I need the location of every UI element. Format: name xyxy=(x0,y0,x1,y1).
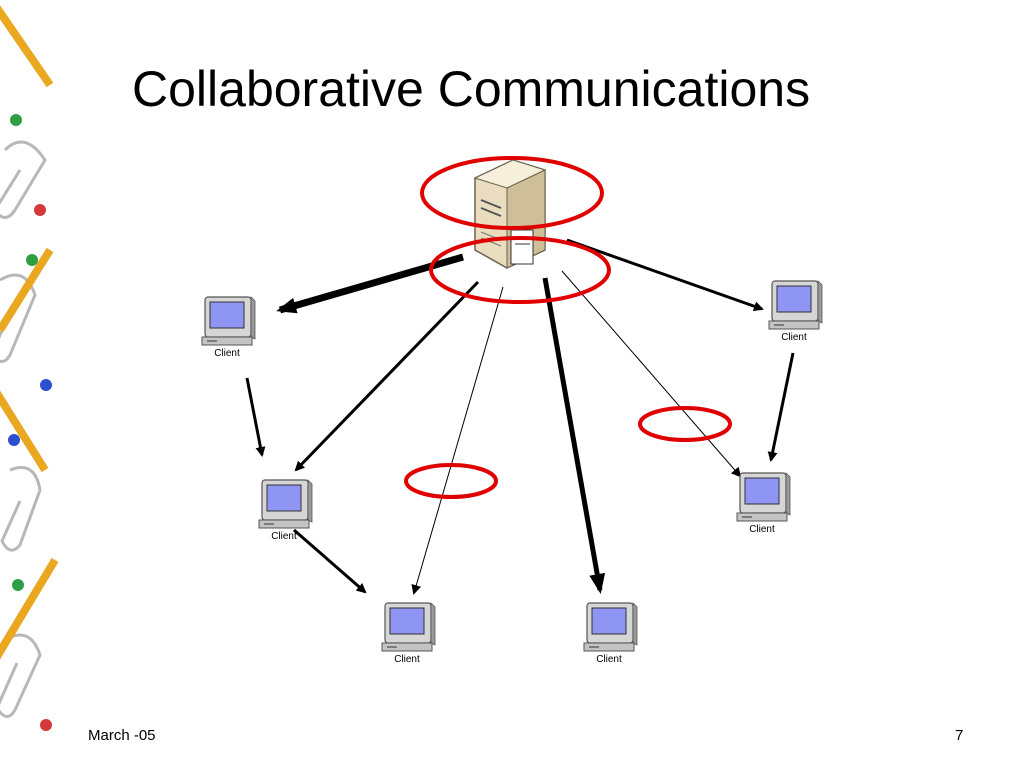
server-tower-icon xyxy=(473,159,547,269)
client-1: Client xyxy=(201,296,256,359)
highlight-ellipse-server-top xyxy=(420,156,604,230)
connection-arrows xyxy=(245,238,795,595)
highlight-ellipse-mid-right xyxy=(638,406,732,442)
client-label: Client xyxy=(781,332,807,343)
highlight-ellipses xyxy=(404,156,732,499)
desktop-computer-icon xyxy=(381,602,436,652)
client-label: Client xyxy=(394,654,420,665)
arrow-client-2-to-client-6 xyxy=(767,352,795,462)
arrow-server-to-client-6 xyxy=(561,270,742,478)
highlight-ellipse-server-bottom xyxy=(429,236,611,304)
paperclip-icon xyxy=(0,140,47,718)
desktop-computer-icon xyxy=(583,602,638,652)
slide-title: Collaborative Communications xyxy=(132,61,811,117)
desktop-computer-icon xyxy=(736,472,791,522)
client-label: Client xyxy=(271,531,297,542)
border-art xyxy=(0,5,59,731)
page-number: 7 xyxy=(955,727,964,744)
pencil-icon xyxy=(0,5,59,660)
desktop-computer-icon xyxy=(258,479,313,529)
arrow-client-3-to-client-4 xyxy=(293,528,367,594)
arrow-server-to-client-5 xyxy=(542,277,606,594)
client-label: Client xyxy=(596,654,622,665)
decorative-border xyxy=(0,0,59,768)
client-label: Client xyxy=(214,348,240,359)
desktop-computer-icon xyxy=(768,280,823,330)
arrow-server-to-client-3 xyxy=(294,280,480,472)
client-3: Client xyxy=(258,479,313,542)
client-label: Client xyxy=(749,524,775,535)
client-4: Client xyxy=(736,472,791,535)
arrow-server-to-client-2 xyxy=(566,238,764,312)
arrow-client-1-to-client-3 xyxy=(245,377,266,457)
arrow-server-to-client-4 xyxy=(411,286,504,595)
highlight-ellipse-mid-left xyxy=(404,463,498,499)
client-5: Client xyxy=(381,602,436,665)
footer-date: March -05 xyxy=(88,727,156,744)
client-2: Client xyxy=(768,280,823,343)
pushpin-icon xyxy=(8,114,52,731)
desktop-computer-icon xyxy=(201,296,256,346)
client-6: Client xyxy=(583,602,638,665)
arrow-server-to-client-1 xyxy=(276,253,464,314)
